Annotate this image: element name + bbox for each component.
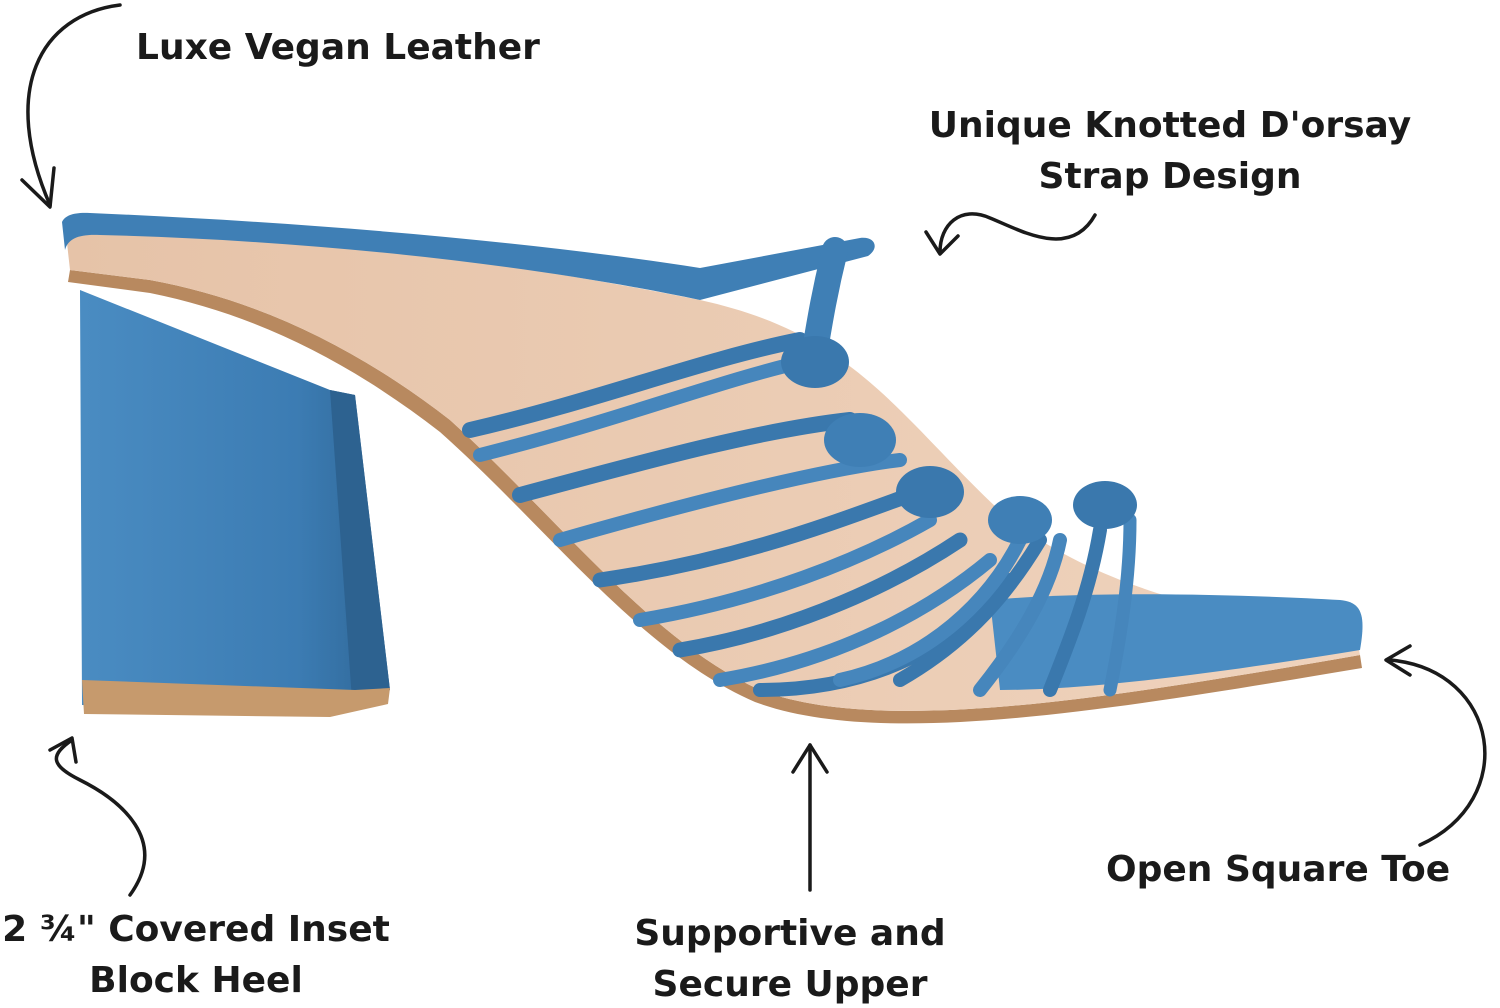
annotation-knotted-line2: Strap Design (1038, 156, 1302, 197)
annotation-block-heel: 2 ¾" Covered Inset Block Heel (0, 904, 392, 1006)
annotation-vegan-leather: Luxe Vegan Leather (136, 27, 540, 68)
arrow-knotted-icon (938, 212, 1097, 254)
block-heel (80, 290, 390, 715)
arrow-toe-icon (1388, 658, 1487, 847)
annotation-knotted-strap: Unique Knotted D'orsay Strap Design (915, 100, 1425, 202)
annotation-upper-line1: Supportive and (634, 913, 946, 954)
annotation-upper-line2: Secure Upper (652, 964, 928, 1005)
heel-base (82, 680, 390, 717)
sole-edge (68, 270, 1362, 724)
arrow-vegan-leather-icon (26, 3, 122, 207)
annotation-open-toe: Open Square Toe (1106, 849, 1451, 890)
strap-knots (781, 336, 1137, 544)
arrow-icons (20, 3, 1487, 897)
annotation-upper: Supportive and Secure Upper (630, 908, 950, 1008)
heel-side-shade (330, 390, 390, 700)
annotation-heel-line1: 2 ¾" Covered Inset (2, 909, 390, 950)
annotation-heel-line2: Block Heel (89, 960, 303, 1001)
heel-collar (62, 212, 875, 300)
annotation-knotted-line1: Unique Knotted D'orsay (928, 105, 1412, 146)
arrow-heel-icon (54, 738, 147, 897)
